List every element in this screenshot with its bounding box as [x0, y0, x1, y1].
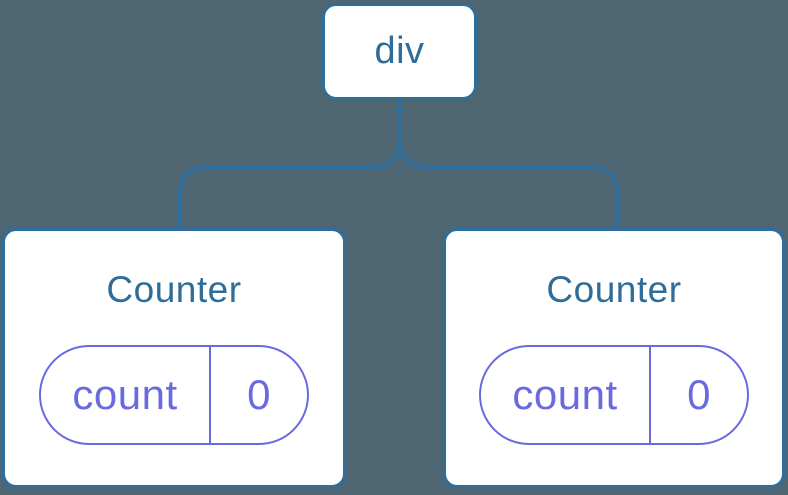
state-pill: count 0 [39, 345, 309, 445]
state-key-cell: count [481, 347, 651, 443]
state-key: count [72, 371, 178, 418]
state-key: count [512, 371, 618, 418]
component-card-left: Counter count 0 [2, 228, 346, 488]
state-pill: count 0 [479, 345, 749, 445]
state-value: 0 [247, 371, 271, 418]
state-value: 0 [687, 371, 711, 418]
component-title: Counter [106, 269, 242, 310]
connector-left-branch [178, 100, 402, 228]
state-value-cell: 0 [211, 347, 307, 443]
component-card-right: Counter count 0 [443, 228, 785, 488]
component-title: Counter [546, 269, 682, 310]
state-key-cell: count [41, 347, 211, 443]
connector-right-branch [398, 100, 620, 228]
root-node-label: div [374, 30, 425, 72]
root-node: div [322, 3, 477, 100]
state-value-cell: 0 [651, 347, 747, 443]
